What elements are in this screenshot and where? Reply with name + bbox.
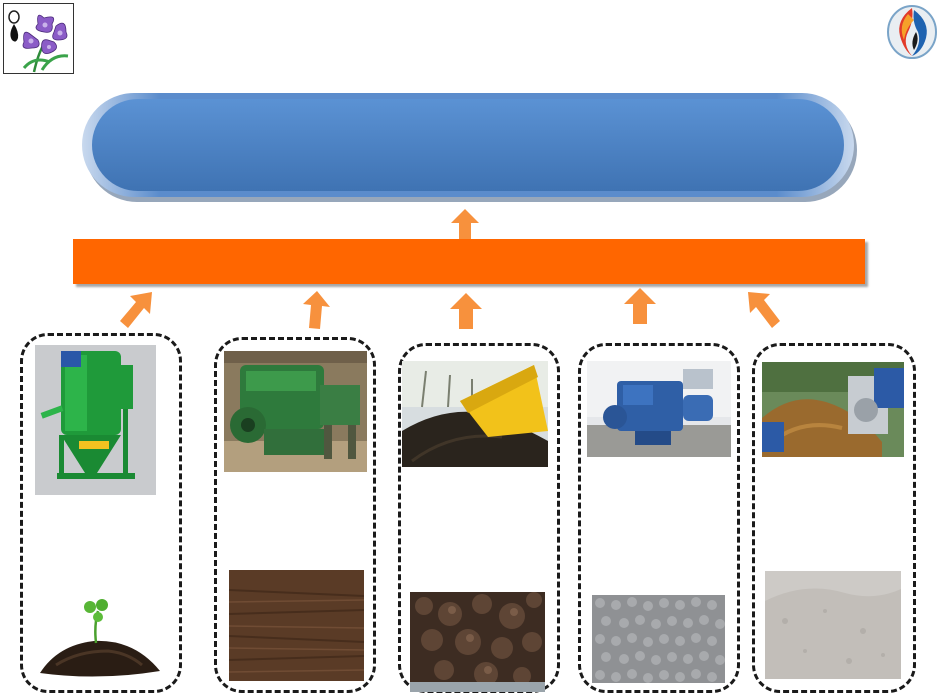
flower-logo <box>3 3 74 74</box>
banner-title <box>120 128 820 168</box>
flame-logo <box>886 4 938 60</box>
up-arrow-icon <box>450 293 482 329</box>
up-arrow-icon <box>624 288 656 324</box>
light-grey-powder-photo <box>765 571 901 679</box>
column-5 <box>752 343 916 693</box>
process-bar <box>73 239 865 284</box>
blue-banner <box>82 93 860 205</box>
iris-flower-with-drop-icon <box>8 10 69 73</box>
diagonal-arrow-icon <box>748 292 780 328</box>
dump-truck-unloading-soil-photo <box>402 361 548 467</box>
crumbly-soil-clods-photo <box>410 592 545 692</box>
column-2 <box>214 337 376 693</box>
process-bar-label <box>73 239 865 284</box>
green-vertical-mixer-photo <box>35 345 156 495</box>
up-arrow-icon <box>303 291 330 329</box>
green-industrial-mixer-photo <box>224 351 367 472</box>
up-arrow-icon <box>451 209 479 239</box>
soil-with-sprout-photo <box>38 595 162 679</box>
flame-swirl-icon <box>887 5 937 59</box>
column-4 <box>578 343 740 693</box>
screw-press-separator-photo <box>762 362 904 457</box>
diagonal-arrow-icon <box>120 292 152 328</box>
column-1 <box>20 333 182 693</box>
grey-pellets-photo <box>592 595 725 683</box>
dark-brown-compost-photo <box>229 570 364 681</box>
blue-pellet-mill-photo <box>587 361 731 457</box>
